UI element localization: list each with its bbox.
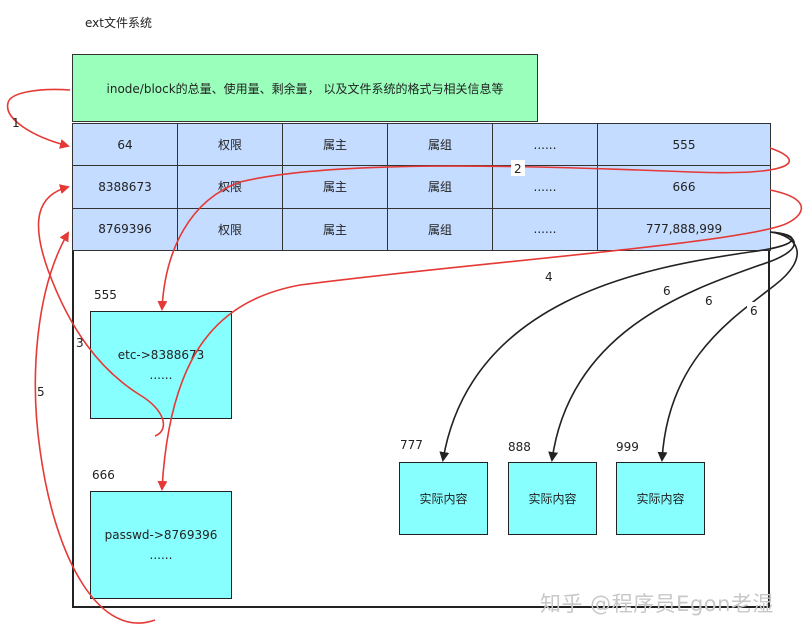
inode-row: 8769396 权限 属主 属组 ...... 777,888,999 <box>72 207 771 252</box>
inode-ellipsis: ...... <box>492 165 598 209</box>
inode-row: 64 权限 属主 属组 ...... 555 <box>72 122 771 167</box>
superblock: inode/block的总量、使用量、剩余量， 以及文件系统的格式与相关信息等 <box>72 54 538 122</box>
arrow-2 <box>157 147 790 311</box>
inode-number: 8769396 <box>72 207 178 252</box>
arrow-4-label: 4 <box>545 270 553 284</box>
block-777-label: 777 <box>400 438 423 452</box>
block-888-label: 888 <box>508 440 531 454</box>
superblock-text: inode/block的总量、使用量、剩余量， 以及文件系统的格式与相关信息等 <box>106 81 504 96</box>
inode-ellipsis: ...... <box>492 207 598 252</box>
arrow-1 <box>6 88 71 149</box>
arrow-6-label: 6 <box>750 304 758 318</box>
inode-table: 64 权限 属主 属组 ...... 555 8388673 权限 属主 属组 … <box>72 122 771 252</box>
inode-owner: 属主 <box>282 122 388 167</box>
watermark: 知乎 @程序员Egon老湿 <box>540 592 774 616</box>
inode-group: 属组 <box>387 165 493 209</box>
arrow-5-label: 5 <box>37 385 45 399</box>
block-666: passwd->8769396 ...... <box>90 491 232 599</box>
arrow-4 <box>157 189 803 491</box>
block-999: 实际内容 <box>616 462 705 535</box>
block-999-content: 实际内容 <box>636 491 685 506</box>
block-555-entry: etc->8388673 <box>117 348 205 362</box>
inode-group: 属组 <box>387 122 493 167</box>
block-555-ellipsis: ...... <box>149 368 173 382</box>
block-666-ellipsis: ...... <box>149 548 173 562</box>
block-555: etc->8388673 ...... <box>90 311 232 419</box>
arrow-3-label: 3 <box>76 336 84 350</box>
arrow-2-label: 2 <box>514 162 522 176</box>
block-666-label: 666 <box>92 468 115 482</box>
diagram-title: ext文件系统 <box>85 16 152 30</box>
block-777: 实际内容 <box>399 462 488 535</box>
inode-block-pointers: 777,888,999 <box>597 207 771 252</box>
block-666-entry: passwd->8769396 <box>104 528 218 542</box>
arrow-6-to-999 <box>657 231 798 462</box>
arrow-6-label: 6 <box>663 284 671 298</box>
block-777-content: 实际内容 <box>419 491 468 506</box>
arrow-6-label: 6 <box>705 294 713 308</box>
inode-ellipsis: ...... <box>492 122 598 167</box>
arrow-6-to-777 <box>439 231 793 462</box>
block-555-label: 555 <box>94 288 117 302</box>
inode-group: 属组 <box>387 207 493 252</box>
inode-row: 8388673 权限 属主 属组 ...... 666 <box>72 165 771 209</box>
block-888: 实际内容 <box>508 462 597 535</box>
inode-permission: 权限 <box>177 207 283 252</box>
arrow-1-label: 1 <box>12 116 20 130</box>
inode-block-pointers: 555 <box>597 122 771 167</box>
arrow-5 <box>34 231 156 624</box>
block-999-label: 999 <box>616 440 639 454</box>
block-888-content: 实际内容 <box>528 491 577 506</box>
arrow-3 <box>37 184 165 437</box>
inode-number: 8388673 <box>72 165 178 209</box>
